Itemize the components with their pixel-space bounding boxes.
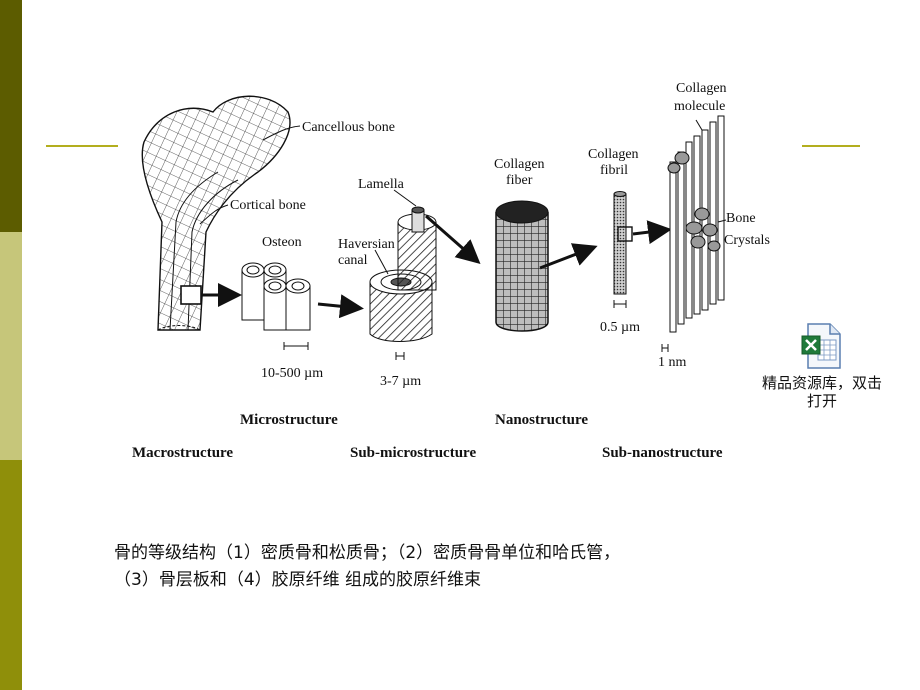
arrow-osteon-to-lamella (317, 294, 364, 319)
sidebar-segment-light (0, 232, 22, 460)
sidebar-segment-mid (0, 460, 22, 690)
figure-caption: 骨的等级结构（1）密质骨和松质骨；（2）密质骨骨单位和哈氏管， （3）骨层板和（… (114, 540, 854, 594)
label-collagen-fibril-2: fibril (600, 163, 628, 178)
arrow-fiber-to-fibril (539, 243, 598, 270)
attachment-label-line1: 精品资源库，双击 (761, 374, 882, 392)
label-collagen-molecule-2: molecule (674, 99, 725, 114)
scale-fibril: 0.5 µm (600, 320, 640, 335)
arrow-fibril-to-molecule (632, 220, 672, 245)
level-sub-nanostructure: Sub-nanostructure (602, 445, 723, 461)
title-rule-right (798, 145, 860, 147)
slide-sidebar (0, 0, 22, 690)
scale-osteon: 10-500 µm (261, 366, 323, 381)
label-cortical-bone: Cortical bone (230, 198, 306, 213)
level-sub-microstructure: Sub-microstructure (350, 445, 476, 461)
label-collagen-fiber-2: fiber (506, 173, 533, 188)
bone-hierarchy-diagram: Cancellous bone Cortical bone Osteon 10-… (132, 81, 770, 461)
embedded-resource-link[interactable]: 精品资源库，双击 打开 (742, 322, 902, 410)
sidebar-segment-dark (0, 0, 22, 232)
lamellar-osteon-drawing (369, 206, 437, 342)
label-osteon: Osteon (262, 235, 302, 250)
arrow-lamella-to-fiber (425, 214, 481, 264)
level-macrostructure: Macrostructure (132, 445, 233, 461)
caption-line-1: 骨的等级结构（1）密质骨和松质骨；（2）密质骨骨单位和哈氏管， (114, 543, 621, 563)
collagen-fibril-drawing (613, 191, 633, 295)
label-collagen-fibril-1: Collagen (588, 147, 639, 162)
collagen-molecules-drawing (667, 115, 725, 333)
label-haversian-2: canal (338, 253, 368, 268)
label-bone-crystals-1: Bone (726, 211, 756, 226)
label-collagen-fiber-1: Collagen (494, 157, 545, 172)
label-bone-crystals-2: Crystals (724, 233, 770, 248)
osteon-drawing (241, 262, 311, 331)
label-cancellous-bone: Cancellous bone (302, 120, 395, 135)
label-haversian-1: Haversian (338, 237, 395, 252)
title-rule-left (46, 145, 120, 147)
scale-lamella: 3-7 µm (380, 374, 421, 389)
bone-hierarchy-figure: Cancellous bone Cortical bone Osteon 10-… (118, 72, 802, 470)
caption-line-2: （3）骨层板和（4）胶原纤维 组成的胶原纤维束 (114, 570, 482, 590)
label-collagen-molecule-1: Collagen (676, 81, 727, 96)
scale-molecule: 1 nm (658, 355, 687, 370)
femur-drawing (141, 95, 291, 331)
label-lamella: Lamella (358, 177, 405, 192)
collagen-fiber-drawing (495, 200, 549, 332)
level-microstructure: Microstructure (240, 412, 338, 428)
excel-file-icon[interactable] (798, 322, 846, 370)
level-nanostructure: Nanostructure (495, 412, 588, 428)
attachment-label-line2: 打开 (806, 392, 837, 410)
